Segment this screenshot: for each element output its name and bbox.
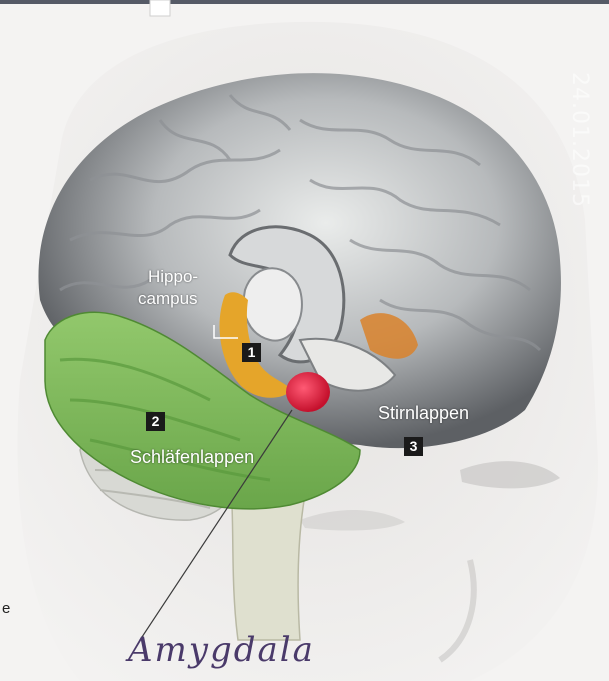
- left-edge-text: e: [2, 600, 10, 617]
- amygdala: [286, 372, 330, 412]
- badge-3: 3: [404, 437, 423, 456]
- schlaefenlappen-label: Schläfenlappen: [130, 448, 254, 466]
- badge-1: 1: [242, 343, 261, 362]
- stirnlappen-label: Stirnlappen: [378, 404, 469, 422]
- hippocampus-label-line2: campus: [138, 290, 198, 308]
- date-stamp: 24.01.2015: [567, 72, 592, 208]
- hippocampus-label-line1: Hippo-: [148, 268, 198, 286]
- badge-2: 2: [146, 412, 165, 431]
- thalamus: [244, 268, 302, 340]
- amygdala-handwritten-label: Amygdala: [128, 630, 315, 670]
